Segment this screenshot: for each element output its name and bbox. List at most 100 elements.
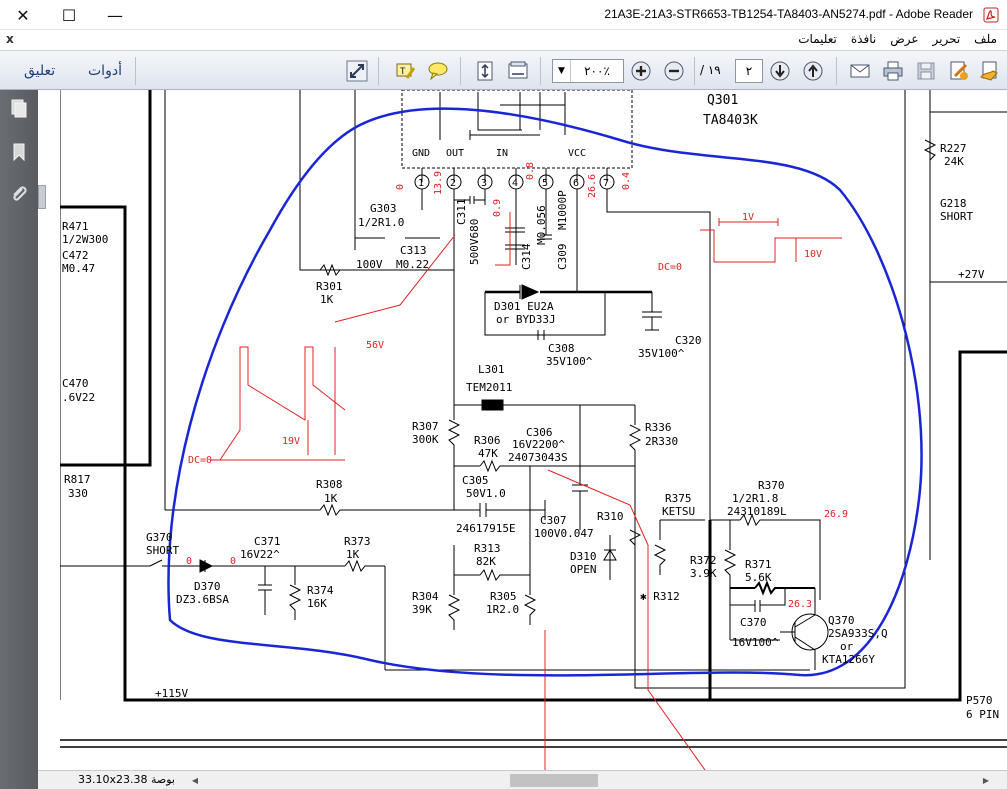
- svg-text:Q301: Q301: [707, 93, 738, 108]
- highlight-text-button[interactable]: T: [392, 58, 418, 84]
- menu-help[interactable]: تعليمات: [798, 32, 837, 46]
- svg-text:OPEN: OPEN: [570, 563, 597, 576]
- toolbar-separator: [378, 57, 379, 85]
- fit-width-icon: [508, 61, 528, 79]
- window-maximize-button[interactable]: ☐: [61, 5, 77, 25]
- svg-text:C320: C320: [675, 334, 702, 347]
- page-total: / ۱۹: [700, 63, 721, 77]
- svg-text:C306: C306: [526, 426, 553, 439]
- page-margin: [38, 90, 60, 770]
- printer-icon: [883, 61, 903, 81]
- comment-bubble-icon: [428, 62, 448, 81]
- toolbar-separator: [836, 57, 837, 85]
- full-screen-button[interactable]: [344, 58, 370, 84]
- svg-text:C371: C371: [254, 535, 281, 548]
- scroll-right-icon[interactable]: ▶: [982, 776, 990, 785]
- svg-text:0: 0: [230, 556, 236, 567]
- menu-view[interactable]: عرض: [890, 32, 919, 46]
- svg-text:0: 0: [186, 556, 192, 567]
- floppy-disk-icon: [917, 62, 935, 80]
- page-size-readout: 33.10x23.38 بوصة: [78, 773, 175, 786]
- svg-text:26.9: 26.9: [824, 509, 848, 520]
- menu-window[interactable]: نافذة: [850, 32, 877, 46]
- svg-text:1R2.0: 1R2.0: [486, 603, 519, 616]
- fit-page-icon: [477, 61, 493, 81]
- close-document-button[interactable]: x: [6, 32, 14, 46]
- svg-text:2R330: 2R330: [645, 435, 678, 448]
- svg-text:0.8: 0.8: [525, 162, 536, 180]
- svg-text:L301: L301: [478, 363, 505, 376]
- arrow-up-circle-icon: [803, 61, 823, 81]
- next-page-button[interactable]: [767, 58, 793, 84]
- svg-text:DZ3.6BSA: DZ3.6BSA: [176, 593, 229, 606]
- zoom-in-button[interactable]: [628, 58, 654, 84]
- navigation-pane: [0, 90, 38, 789]
- menu-edit[interactable]: تحرير: [932, 32, 961, 46]
- svg-text:R374: R374: [307, 584, 334, 597]
- window-minimize-button[interactable]: —: [107, 5, 123, 25]
- page-thumbnails-icon[interactable]: [9, 98, 29, 118]
- svg-text:C309: C309: [556, 244, 569, 271]
- svg-text:6: 6: [573, 178, 579, 189]
- fit-width-button[interactable]: [505, 58, 531, 84]
- zoom-select[interactable]: ▼ ۲۰۰٪: [552, 59, 624, 83]
- svg-text:330: 330: [68, 487, 88, 500]
- menu-file[interactable]: ملف: [974, 32, 997, 46]
- svg-text:M1000P: M1000P: [556, 190, 569, 230]
- svg-text:P570: P570: [966, 694, 993, 707]
- scroll-left-icon[interactable]: ◀: [191, 776, 199, 785]
- ic-outline: [401, 90, 633, 169]
- svg-text:R310: R310: [597, 510, 624, 523]
- svg-text:100V0.047: 100V0.047: [534, 527, 594, 540]
- svg-text:R304: R304: [412, 590, 439, 603]
- pdf-page[interactable]: Q301 TA8403K GND OUT IN VCC 1 2 3 4 5 6 …: [59, 90, 1007, 770]
- blue-highlight-loop: [167, 107, 923, 677]
- svg-text:5: 5: [542, 178, 548, 189]
- svg-text:GND: GND: [412, 148, 430, 159]
- window-title: 21A3E-21A3-STR6653-TB1254-TA8403-AN5274.…: [604, 7, 973, 21]
- svg-text:3.9K: 3.9K: [690, 567, 717, 580]
- svg-text:1: 1: [418, 178, 424, 189]
- svg-text:VCC: VCC: [568, 148, 586, 159]
- share-button[interactable]: [977, 58, 1003, 84]
- horizontal-scrollbar[interactable]: ◀ ▶: [188, 773, 993, 788]
- save-button[interactable]: [913, 58, 939, 84]
- svg-text:SHORT: SHORT: [146, 544, 179, 557]
- share-hand-icon: [980, 61, 998, 81]
- menu-bar: x ملف تحرير عرض نافذة تعليمات: [0, 30, 1007, 50]
- previous-page-button[interactable]: [800, 58, 826, 84]
- tools-pane-button[interactable]: أدوات: [88, 63, 122, 79]
- svg-text:1/2R1.0: 1/2R1.0: [358, 216, 404, 229]
- svg-text:G303: G303: [370, 202, 397, 215]
- document-viewport[interactable]: Q301 TA8403K GND OUT IN VCC 1 2 3 4 5 6 …: [38, 90, 1007, 770]
- svg-text:C472: C472: [62, 249, 89, 262]
- sticky-note-button[interactable]: [425, 58, 451, 84]
- sign-document-button[interactable]: [946, 58, 972, 84]
- svg-text:C308: C308: [548, 342, 575, 355]
- zoom-out-button[interactable]: [661, 58, 687, 84]
- chevron-down-icon[interactable]: ▼: [553, 60, 571, 82]
- scrollbar-thumb[interactable]: [510, 774, 598, 787]
- svg-text:5.6K: 5.6K: [745, 571, 772, 584]
- comment-pane-button[interactable]: تعليق: [24, 63, 56, 79]
- svg-text:0: 0: [395, 184, 406, 190]
- svg-text:C311: C311: [455, 199, 468, 226]
- fit-page-button[interactable]: [472, 58, 498, 84]
- svg-text:KTA1266Y: KTA1266Y: [822, 653, 875, 666]
- bookmarks-icon[interactable]: [9, 142, 29, 162]
- zoom-value[interactable]: ۲۰۰٪: [584, 64, 610, 78]
- page-number-input[interactable]: ۲: [735, 59, 763, 83]
- window-close-button[interactable]: ✕: [16, 5, 30, 25]
- svg-text:50V1.0: 50V1.0: [466, 487, 506, 500]
- svg-text:4: 4: [512, 178, 518, 189]
- svg-text:R336: R336: [645, 421, 672, 434]
- attachments-icon[interactable]: [9, 184, 29, 204]
- plus-circle-icon: [631, 61, 651, 81]
- pane-splitter-handle[interactable]: [38, 185, 46, 209]
- svg-text:M0.47: M0.47: [62, 262, 95, 275]
- toolbar-separator: [694, 57, 695, 85]
- email-button[interactable]: [847, 58, 873, 84]
- svg-text:1K: 1K: [324, 492, 338, 505]
- print-button[interactable]: [880, 58, 906, 84]
- svg-text:7: 7: [603, 178, 609, 189]
